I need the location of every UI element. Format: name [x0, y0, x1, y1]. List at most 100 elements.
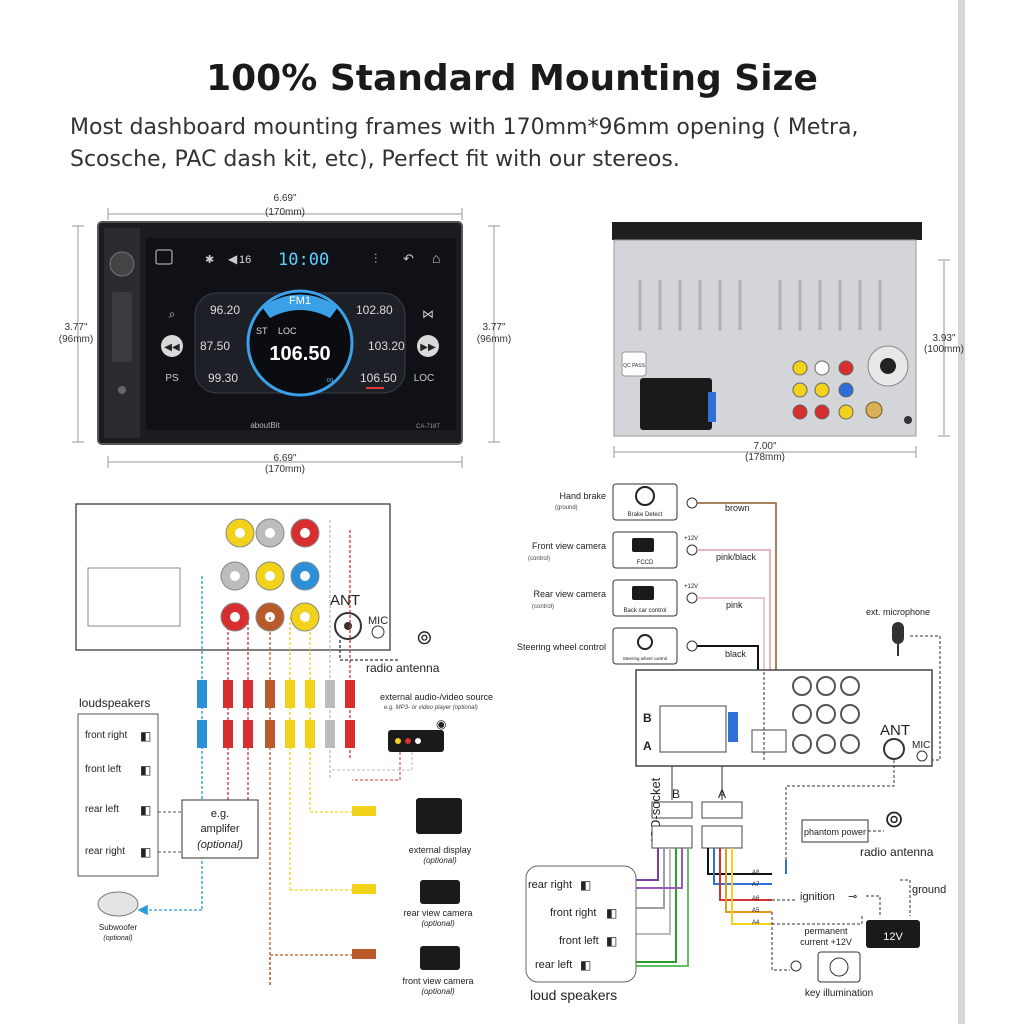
iso-socket-b	[651, 825, 693, 849]
rear-camera-optional: (optional)	[421, 919, 455, 928]
radio-antenna-label-right: radio antenna	[860, 845, 934, 859]
back-right-dim: 3.93"	[932, 333, 955, 344]
rear-camera-label: rear view camera	[403, 908, 472, 918]
iso-block-outline	[87, 567, 181, 627]
front-camera-label: front view camera	[402, 976, 473, 986]
clock: 10:00	[278, 250, 329, 270]
stereo-icon: ∞	[326, 375, 333, 386]
preset-right-1[interactable]: 102.80	[356, 303, 393, 317]
loudspeakers-title: loudspeakers	[79, 696, 150, 710]
conn-b-label: B	[643, 711, 652, 725]
battery-label: 12V	[883, 931, 903, 943]
amplifier-eg: e.g.	[211, 808, 229, 820]
front-top-dim-mm: (170mm)	[265, 207, 305, 218]
prev-button[interactable]	[161, 335, 183, 357]
page-subtitle: Most dashboard mounting frames with 170m…	[70, 115, 859, 172]
external-source-label: external audio-/video source	[380, 692, 493, 702]
preset-left-1[interactable]: 96.20	[210, 303, 240, 317]
back-bottom-dim-mm: (178mm)	[745, 452, 785, 463]
steering-wheel-icon	[637, 634, 653, 650]
amplifier-box	[181, 799, 259, 859]
page-edge-bar	[958, 0, 965, 1024]
permanent-label: permanent	[804, 926, 848, 936]
wire-pink-label: pink	[726, 600, 743, 610]
preset-right-2[interactable]: 103.20	[368, 339, 405, 353]
preset-right-3[interactable]: 106.50	[360, 371, 397, 385]
radio-icon[interactable]	[155, 249, 173, 265]
preset-left-3[interactable]: 99.30	[208, 371, 238, 385]
band-badge	[262, 294, 338, 318]
volume-knob-icon[interactable]	[109, 251, 135, 277]
rearcam-terminal	[686, 592, 698, 604]
ps-button[interactable]: PS	[165, 373, 179, 384]
frontcam-volt: +12V	[684, 536, 698, 542]
rca-grid	[220, 518, 320, 632]
ignition-key-icon: ⊸	[848, 891, 857, 903]
reset-button[interactable]	[118, 386, 126, 394]
fuse	[708, 392, 716, 422]
back-icon[interactable]: ↶	[403, 251, 414, 266]
power-wires	[707, 848, 772, 925]
iso-connector-right	[659, 705, 727, 753]
loud-speakers-box	[525, 865, 637, 983]
scan-icon[interactable]: ⋈	[422, 307, 434, 321]
front-right-dim: 3.77"	[482, 322, 505, 333]
rs-speaker-icon-2: ◧	[606, 906, 617, 920]
steering-control-text: Steering wheel control	[623, 656, 668, 661]
brake-warning-icon	[635, 486, 655, 506]
front-camera-optional: (optional)	[421, 987, 455, 996]
tuner-dial	[246, 289, 354, 397]
mic-label-left: MIC	[368, 615, 388, 627]
back-car-control-text: Back car control	[623, 608, 666, 614]
amplifier-label: amplifer	[200, 823, 239, 835]
model-number: CA-718T	[416, 424, 440, 430]
conn-a-label: A	[643, 739, 652, 753]
back-right-dim-mm: (100mm)	[924, 344, 964, 355]
mic-socket-right	[916, 750, 928, 762]
rca-grid-right	[792, 676, 860, 754]
home-icon[interactable]: ⌂	[432, 250, 440, 266]
speaker-rear-right: rear right	[85, 846, 125, 857]
equalizer-icon[interactable]: ⫶	[374, 251, 377, 266]
speaker-icon: ◀	[228, 252, 238, 266]
next-button[interactable]	[417, 335, 439, 357]
rs-rear-left: rear left	[535, 959, 572, 971]
ant-label-left: ANT	[330, 592, 360, 609]
loc-button[interactable]: LOC	[414, 373, 435, 384]
mic-socket-left	[371, 625, 385, 639]
front-view: 6.69" (170mm) 6.69" (170mm) 3.77" (96mm)…	[59, 193, 511, 475]
speaker-front-right: front right	[85, 730, 127, 741]
qc-sticker	[621, 351, 647, 377]
frequency-readout: 106.50	[269, 343, 330, 365]
input-frontcam-sub: (control)	[528, 556, 550, 562]
vent-slots	[638, 280, 882, 330]
subwoofer-icon	[97, 891, 139, 917]
fuse-right	[728, 712, 738, 742]
page-title: 100% Standard Mounting Size	[206, 58, 818, 99]
subwoofer-optional: (optional)	[103, 935, 132, 942]
fan-hub	[880, 358, 896, 374]
front-bottom-dim: 6.69"	[273, 453, 296, 464]
right-wiring-diagram: Hand brake (ground) Brake Detect brown F…	[517, 483, 946, 1003]
brake-detect-text: Brake Detect	[628, 512, 663, 518]
microphone-icon	[892, 622, 904, 644]
pin-a8: A8	[752, 870, 760, 876]
ground-label: ground	[912, 884, 946, 896]
front-bottom-dim-mm: (170mm)	[265, 464, 305, 475]
ant-socket-right	[883, 738, 905, 760]
preset-left-2[interactable]: 87.50	[200, 339, 230, 353]
amplifier-optional: (optional)	[197, 839, 243, 851]
loc-indicator: LOC	[278, 326, 297, 336]
external-display-optional: (optional)	[423, 856, 457, 865]
search-icon[interactable]: ⌕	[169, 307, 176, 321]
left-wiring-diagram: ANT MIC ⊚ radio antenna	[75, 503, 493, 996]
external-display-icon	[416, 798, 462, 834]
rearcam-volt: +12V	[684, 584, 698, 590]
front-top-dim: 6.69"	[273, 193, 296, 204]
speaker-icon-2: ◧	[140, 763, 151, 777]
steering-terminal	[686, 640, 698, 652]
front-left-dim-mm: (96mm)	[59, 334, 93, 345]
key-illum-label: key illumination	[805, 988, 873, 999]
brand-logo: aboutBit	[250, 421, 280, 430]
